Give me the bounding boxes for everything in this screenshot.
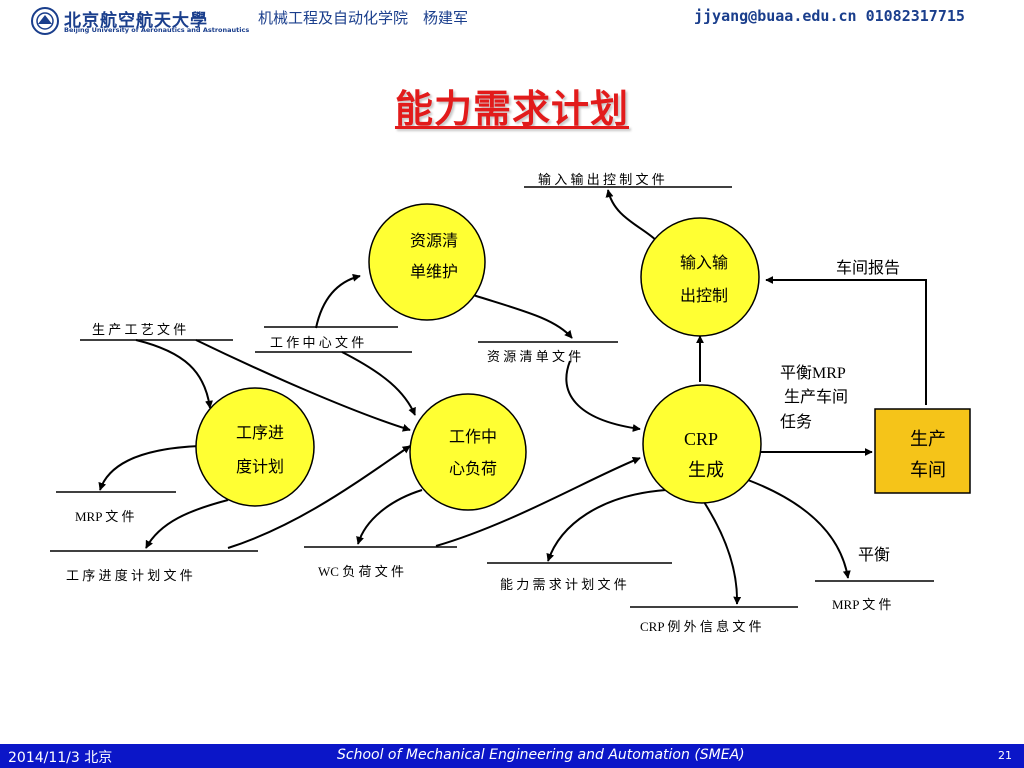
footer-date: 2014/11/3 北京 [8,750,113,766]
process-label-line1: 资源清 [410,232,458,250]
shop-report-label: 车间报告 [836,259,900,277]
process-circle [409,393,527,511]
arrow-io-to-iodoc [605,189,659,243]
store-wc-doc-label: 工 作 中 心 文 件 [270,335,364,350]
entity-box [874,408,971,494]
page-title: 能力需求计划 [394,87,629,131]
process-operation-schedule: 工序进 度计划 [195,387,315,507]
arrow-processdoc-to-opsched [135,339,213,409]
store-mrp-doc1-label: MRP 文 件 [75,509,134,524]
store-wc-load-doc-label: WC 负 荷 文 件 [318,564,404,579]
store-io-doc-label: 输 入 输 出 控 制 文 件 [538,172,665,187]
arrow-opsched-to-opplandoc [145,499,229,549]
process-io-control: 输入输 出控制 [640,217,760,337]
balance-task-line1: 平衡MRP [780,364,846,382]
balance-task-line3: 任务 [780,413,812,431]
process-label-line2: 出控制 [680,287,728,305]
store-op-plan-doc-label: 工 序 进 度 计 划 文 件 [66,568,193,583]
process-label-line1: 工序进 [236,424,284,442]
store-crp-exc-doc-label: CRP 例 外 信 息 文 件 [640,619,762,634]
process-circle [195,387,315,507]
arrow-wcloaddoc-to-crp [435,456,641,547]
arrow-crp-to-capplandoc [546,489,667,562]
arrow-shop-to-io [765,276,927,405]
process-label-line2: 单维护 [410,263,458,281]
store-mrp-doc2-label: MRP 文 件 [832,597,891,612]
store-cap-plan-doc-label: 能 力 需 求 计 划 文 件 [500,577,627,592]
arrow-wcload-to-wcloaddoc [356,489,423,545]
process-wc-load: 工作中 心负荷 [409,393,527,511]
arrow-opplandoc-to-wcload [227,445,411,549]
entity-label-line2: 车间 [910,460,946,480]
process-label-line2: 心负荷 [449,460,497,478]
process-circle [640,217,760,337]
entity-production-shop: 生产 车间 [874,408,971,494]
process-label-line1: CRP [684,429,718,449]
process-resource-maintenance: 资源清 单维护 [368,203,486,321]
balance-task-line2: 生产车间 [784,388,848,406]
arrow-resdoc-to-crp [565,360,641,432]
process-label-line2: 生成 [688,460,724,480]
store-res-doc-label: 资 源 清 单 文 件 [487,349,581,364]
arrow-resmaint-to-resdoc [469,293,573,339]
page-number: 21 [998,749,1012,762]
store-process-doc-label: 生 产 工 艺 文 件 [92,322,186,337]
process-crp-generation: CRP 生成 [642,384,762,504]
arrow-processdoc-to-wcload [195,339,411,432]
arrow-crp-to-crpexcdoc [703,501,742,605]
process-label-line2: 度计划 [236,458,284,476]
process-circle [368,203,486,321]
footer-school: School of Mechanical Engineering and Aut… [337,747,745,763]
logo-chinese-name: 北京航空航天大學 [64,11,208,31]
logo-english-name: Beijing University of Aeronautics and As… [64,26,250,34]
arrow-crp-to-mrpdoc2 [747,479,851,579]
process-label-line1: 工作中 [449,428,497,446]
arrow-wcdoc-to-wcload [341,351,416,416]
slide-footer: 2014/11/3 北京 School of Mechanical Engine… [0,744,1024,768]
contact-info: jjyang@buaa.edu.cn 01082317715 [694,7,965,25]
capacity-planning-diagram: .t { font-family:"Liberation Serif","Dej… [50,172,971,634]
university-logo: 北京航空航天大學 Beijing University of Aeronauti… [30,4,249,38]
balance-label: 平衡 [858,546,890,564]
slide-header: 北京航空航天大學 Beijing University of Aeronauti… [0,0,1024,40]
process-circle [642,384,762,504]
arrow-wcdoc-to-resmaint [315,273,361,329]
entity-label-line1: 生产 [910,429,946,449]
arrow-opsched-to-mrpdoc [98,445,201,491]
university-emblem-icon [31,7,59,35]
process-label-line1: 输入输 [680,254,728,272]
department-author: 机械工程及自动化学院 杨建军 [258,9,469,27]
